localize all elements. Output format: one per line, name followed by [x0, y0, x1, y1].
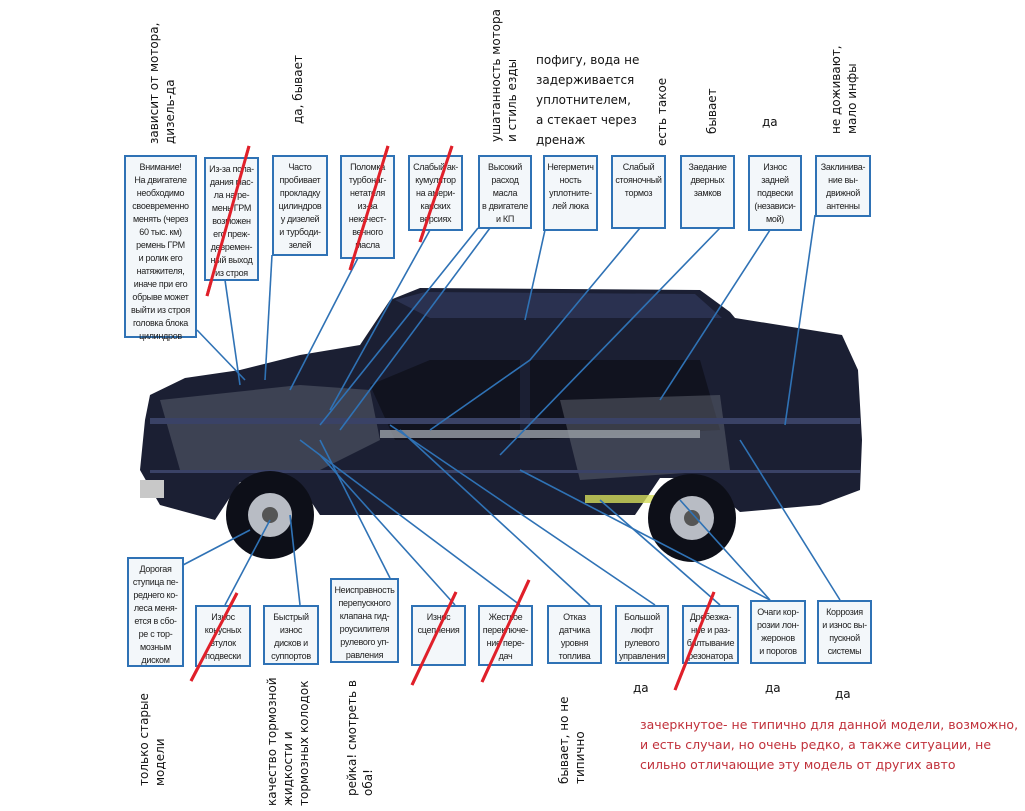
bottom-callout-9-struck: Дребезжа- ние и раз- балтывание резонато… [682, 605, 739, 664]
note-steering-play: да [633, 681, 649, 695]
rear-wheel [648, 474, 736, 562]
note-antenna: не доживают, мало инфы [829, 45, 859, 134]
note-fuel-sensor: бывает, но не типично [557, 696, 587, 784]
note-front-hub: только старые модели [137, 693, 167, 786]
top-callout-3: Часто пробивает прокладку цилиндров у ди… [272, 155, 328, 256]
top-callout-11: Заклинива- ние вы- движной антенны [815, 155, 871, 217]
strikethrough-legend: зачеркнутое- не типично для данной модел… [640, 717, 1019, 772]
bottom-callout-6-struck: Жесткое переключе- ние пере- дач [478, 605, 533, 666]
bottom-callout-10: Очаги кор- розии лон- жеронов и порогов [750, 600, 806, 664]
note-engine-belt: зависит от мотора, дизель-да [147, 22, 177, 144]
bottom-callout-2-struck: Износ конусных втулок подвески [195, 605, 251, 667]
top-callout-2-struck: Из-за попа- дания мас- ла на ре- мень ГР… [204, 157, 259, 281]
bottom-callout-7: Отказ датчика уровня топлива [547, 605, 602, 664]
top-callout-1: Внимание! На двигателе необходимо своевр… [124, 155, 197, 341]
note-oil-consumption: ушатанность мотора и стиль езды [489, 9, 519, 142]
bottom-callout-1: Дорогая ступица пе- реднего ко- леса мен… [127, 557, 184, 667]
top-callout-9: Заедание дверных замков [680, 155, 735, 229]
note-steering-valve: рейка! смотреть в оба! [345, 680, 375, 796]
bottom-callout-5-struck: Износ сцепления [411, 605, 466, 666]
top-callout-4-struck: Поломка турбонаг- нетателя из-за некачес… [340, 155, 395, 259]
top-callout-6: Высокий расход масла в двигателе и КП [478, 155, 532, 229]
top-callout-8: Слабый стояночный тормоз [611, 155, 666, 229]
leader-lines [182, 214, 841, 606]
note-rear-suspension: да [762, 115, 778, 129]
top-callout-10: Износ задней подвески (независи- мой) [748, 155, 802, 231]
note-sunroof: пофигу, вода не задерживается уплотнител… [536, 53, 640, 147]
note-exhaust: да [835, 687, 851, 701]
top-callout-5-struck: Слабый ак- кумулятор на амери- канских в… [408, 155, 463, 231]
note-corrosion-sills: да [765, 681, 781, 695]
note-door-locks: бывает [705, 88, 719, 134]
note-head-gasket: да, бывает [291, 55, 305, 124]
bottom-callout-11: Коррозия и износ вы- пускной системы [817, 600, 872, 664]
bottom-callout-8: Большой люфт рулевого управления [615, 605, 669, 664]
front-wheel [226, 471, 314, 559]
note-parking-brake: есть такое [655, 77, 669, 146]
bottom-callout-4: Неисправность перепускного клапана гид- … [330, 578, 399, 663]
note-brakes: качество тормозной жидкости и тормозных … [265, 677, 311, 806]
top-callout-7: Негерметич ность уплотните- лей люка [543, 155, 598, 231]
bottom-callout-3: Быстрый износ дисков и суппортов [263, 605, 319, 665]
